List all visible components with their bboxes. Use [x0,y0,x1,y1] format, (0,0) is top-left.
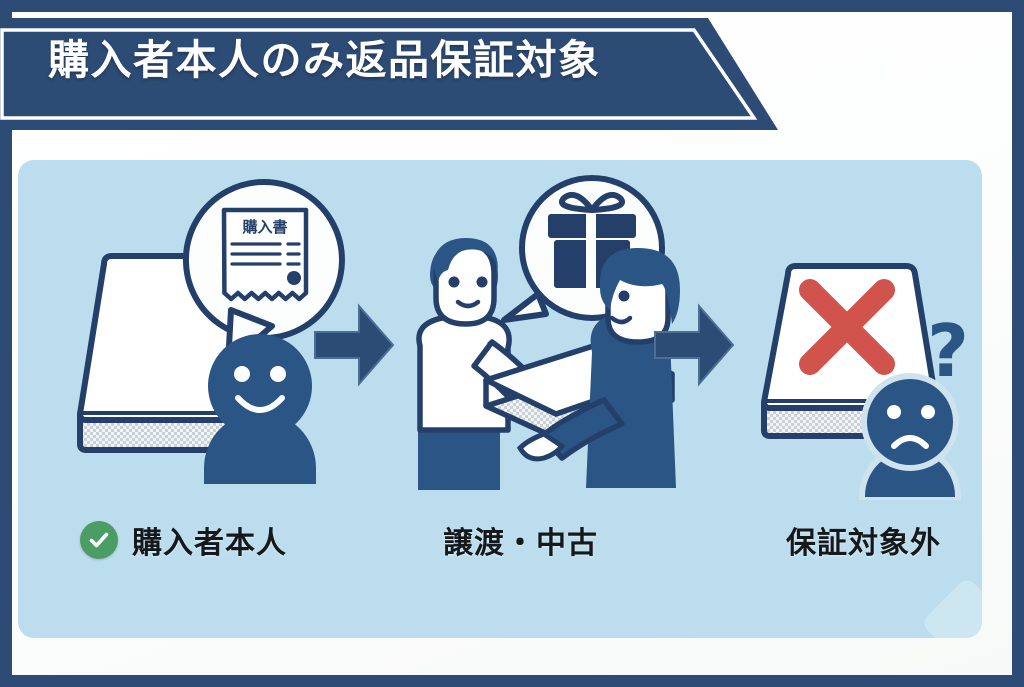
header-banner [0,18,778,130]
receipt-seal-icon [287,271,301,285]
caption-step-3: 保証対象外 [786,518,941,562]
caption-step-1: 購入者本人 [80,518,287,562]
caption-step-1-label: 購入者本人 [132,527,287,560]
arrow-2 [654,303,735,387]
caption-step-2-label: 譲渡・中古 [443,527,598,560]
giver-person-icon [416,238,557,490]
receipt-icon: 購入書 [221,207,309,302]
receiver-person-icon [516,248,680,488]
smiling-face-icon [208,334,312,438]
question-mark-icon: ? [927,309,969,393]
red-cross-icon [799,279,895,375]
banner-shape [0,18,778,130]
illustration-scene: 購入書 [18,160,982,638]
caption-step-2: 譲渡・中古 [443,518,598,562]
step-2-illustration [416,175,680,490]
sad-face-icon [861,373,959,471]
step-3-illustration: ? [761,263,969,500]
arrow-1 [314,303,395,387]
illustration-panel: 購入書 [18,160,982,638]
buyer-person-icon [204,334,316,484]
gift-bubble [501,175,665,323]
step-1-illustration: 購入書 [77,179,345,484]
banner-inner-outline [0,28,758,120]
caption-step-3-label: 保証対象外 [786,527,941,560]
receipt-bubble: 購入書 [182,179,345,367]
receipt-label: 購入書 [241,218,287,236]
confused-person-icon [859,373,961,500]
check-circle-icon [80,521,118,559]
